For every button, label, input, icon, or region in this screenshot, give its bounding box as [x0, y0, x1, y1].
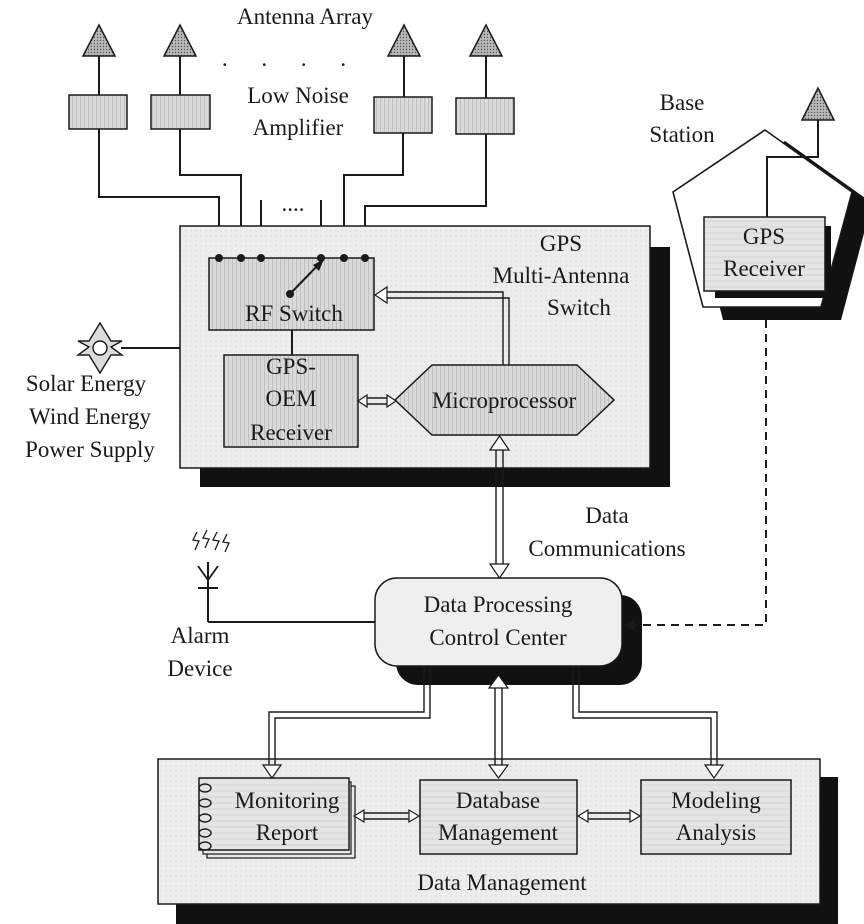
input-dots: .... [282, 191, 305, 216]
database-line1: Database [456, 788, 540, 813]
monitoring-line1: Monitoring [235, 788, 340, 813]
base-gps-receiver-line2: Receiver [723, 256, 805, 281]
lna-label-line2: Amplifier [253, 115, 344, 140]
antenna-triangle-icon [468, 23, 504, 98]
switch-title-line2: Multi-Antenna [493, 263, 630, 288]
modeling-line2: Analysis [676, 820, 757, 845]
alarm-line2: Device [167, 656, 232, 681]
gps-multi-antenna-switch: GPS Multi-Antenna Switch RF Switch GPS- … [179, 225, 670, 487]
modeling-line1: Modeling [671, 788, 761, 813]
switch-title-line1: GPS [540, 231, 582, 256]
power-line1: Solar Energy [26, 371, 147, 396]
antenna-array: Antenna Array . . . . Low Noise Amplifie… [68, 4, 515, 258]
oem-line1: GPS- [266, 354, 316, 379]
rf-switch-input-nodes [215, 254, 369, 262]
data-communications-link: Data Communications [488, 434, 686, 580]
control-center: Data Processing Control Center [374, 577, 642, 685]
spiral-notebook-icon [198, 783, 212, 851]
rf-switch-label: RF Switch [245, 301, 343, 326]
microprocessor-label: Microprocessor [432, 388, 577, 413]
oem-micro-link [356, 393, 398, 409]
antenna-array-title: Antenna Array [237, 4, 374, 29]
monitoring-report-box [198, 777, 350, 851]
base-station-label-line1: Base [660, 90, 705, 115]
alarm-line1: Alarm [171, 623, 230, 648]
database-modeling-link [576, 808, 642, 824]
database-management-box [419, 779, 578, 855]
alarm-antenna-icon [192, 529, 230, 622]
gps-oem-receiver-box [223, 354, 359, 448]
data-comm-line1: Data [585, 503, 628, 528]
control-center-line2: Control Center [429, 625, 567, 650]
antenna-triangle-icon [81, 23, 117, 95]
base-station: Base Station GPS Receiver [649, 86, 864, 320]
antenna-triangle-icon [386, 23, 422, 97]
data-management: Data Management Monitoring Report Databa… [157, 758, 838, 924]
data-management-title: Data Management [417, 870, 587, 895]
power-line3: Power Supply [25, 437, 155, 462]
microprocessor-box [393, 364, 616, 436]
monitoring-line2: Report [256, 820, 319, 845]
control-to-monitoring-link [261, 666, 431, 780]
antenna-array-dots: . . . . [222, 46, 360, 71]
oem-line2: OEM [265, 386, 316, 411]
base-station-label-line2: Station [649, 122, 715, 147]
micro-to-rfswitch-control [373, 285, 510, 365]
database-line2: Management [438, 820, 559, 845]
modeling-analysis-box [640, 779, 792, 855]
amplifier-block-icon [68, 94, 128, 130]
sun-star-icon [75, 321, 125, 375]
lna-label-line1: Low Noise [247, 83, 349, 108]
control-to-database-link [487, 673, 510, 780]
amplifier-block-icon [455, 97, 515, 135]
power-line2: Wind Energy [29, 404, 151, 429]
control-to-modeling-link [572, 666, 725, 780]
antenna-triangle-icon [162, 23, 198, 95]
switch-lever-icon [286, 259, 324, 298]
power-supply: Solar Energy Wind Energy Power Supply [25, 321, 180, 462]
monitoring-database-link [352, 808, 421, 824]
base-station-link [624, 320, 767, 631]
switch-title-line3: Switch [547, 295, 611, 320]
control-center-line1: Data Processing [424, 592, 573, 617]
data-comm-line2: Communications [528, 536, 685, 561]
control-center-box [374, 577, 623, 667]
amplifier-block-icon [373, 96, 433, 134]
amplifier-block-icon [150, 94, 211, 130]
base-gps-receiver-line1: GPS [743, 224, 785, 249]
base-gps-receiver [703, 216, 826, 292]
alarm-device: Alarm Device [167, 529, 375, 681]
antenna-triangle-icon [766, 86, 836, 217]
oem-line3: Receiver [250, 420, 332, 445]
